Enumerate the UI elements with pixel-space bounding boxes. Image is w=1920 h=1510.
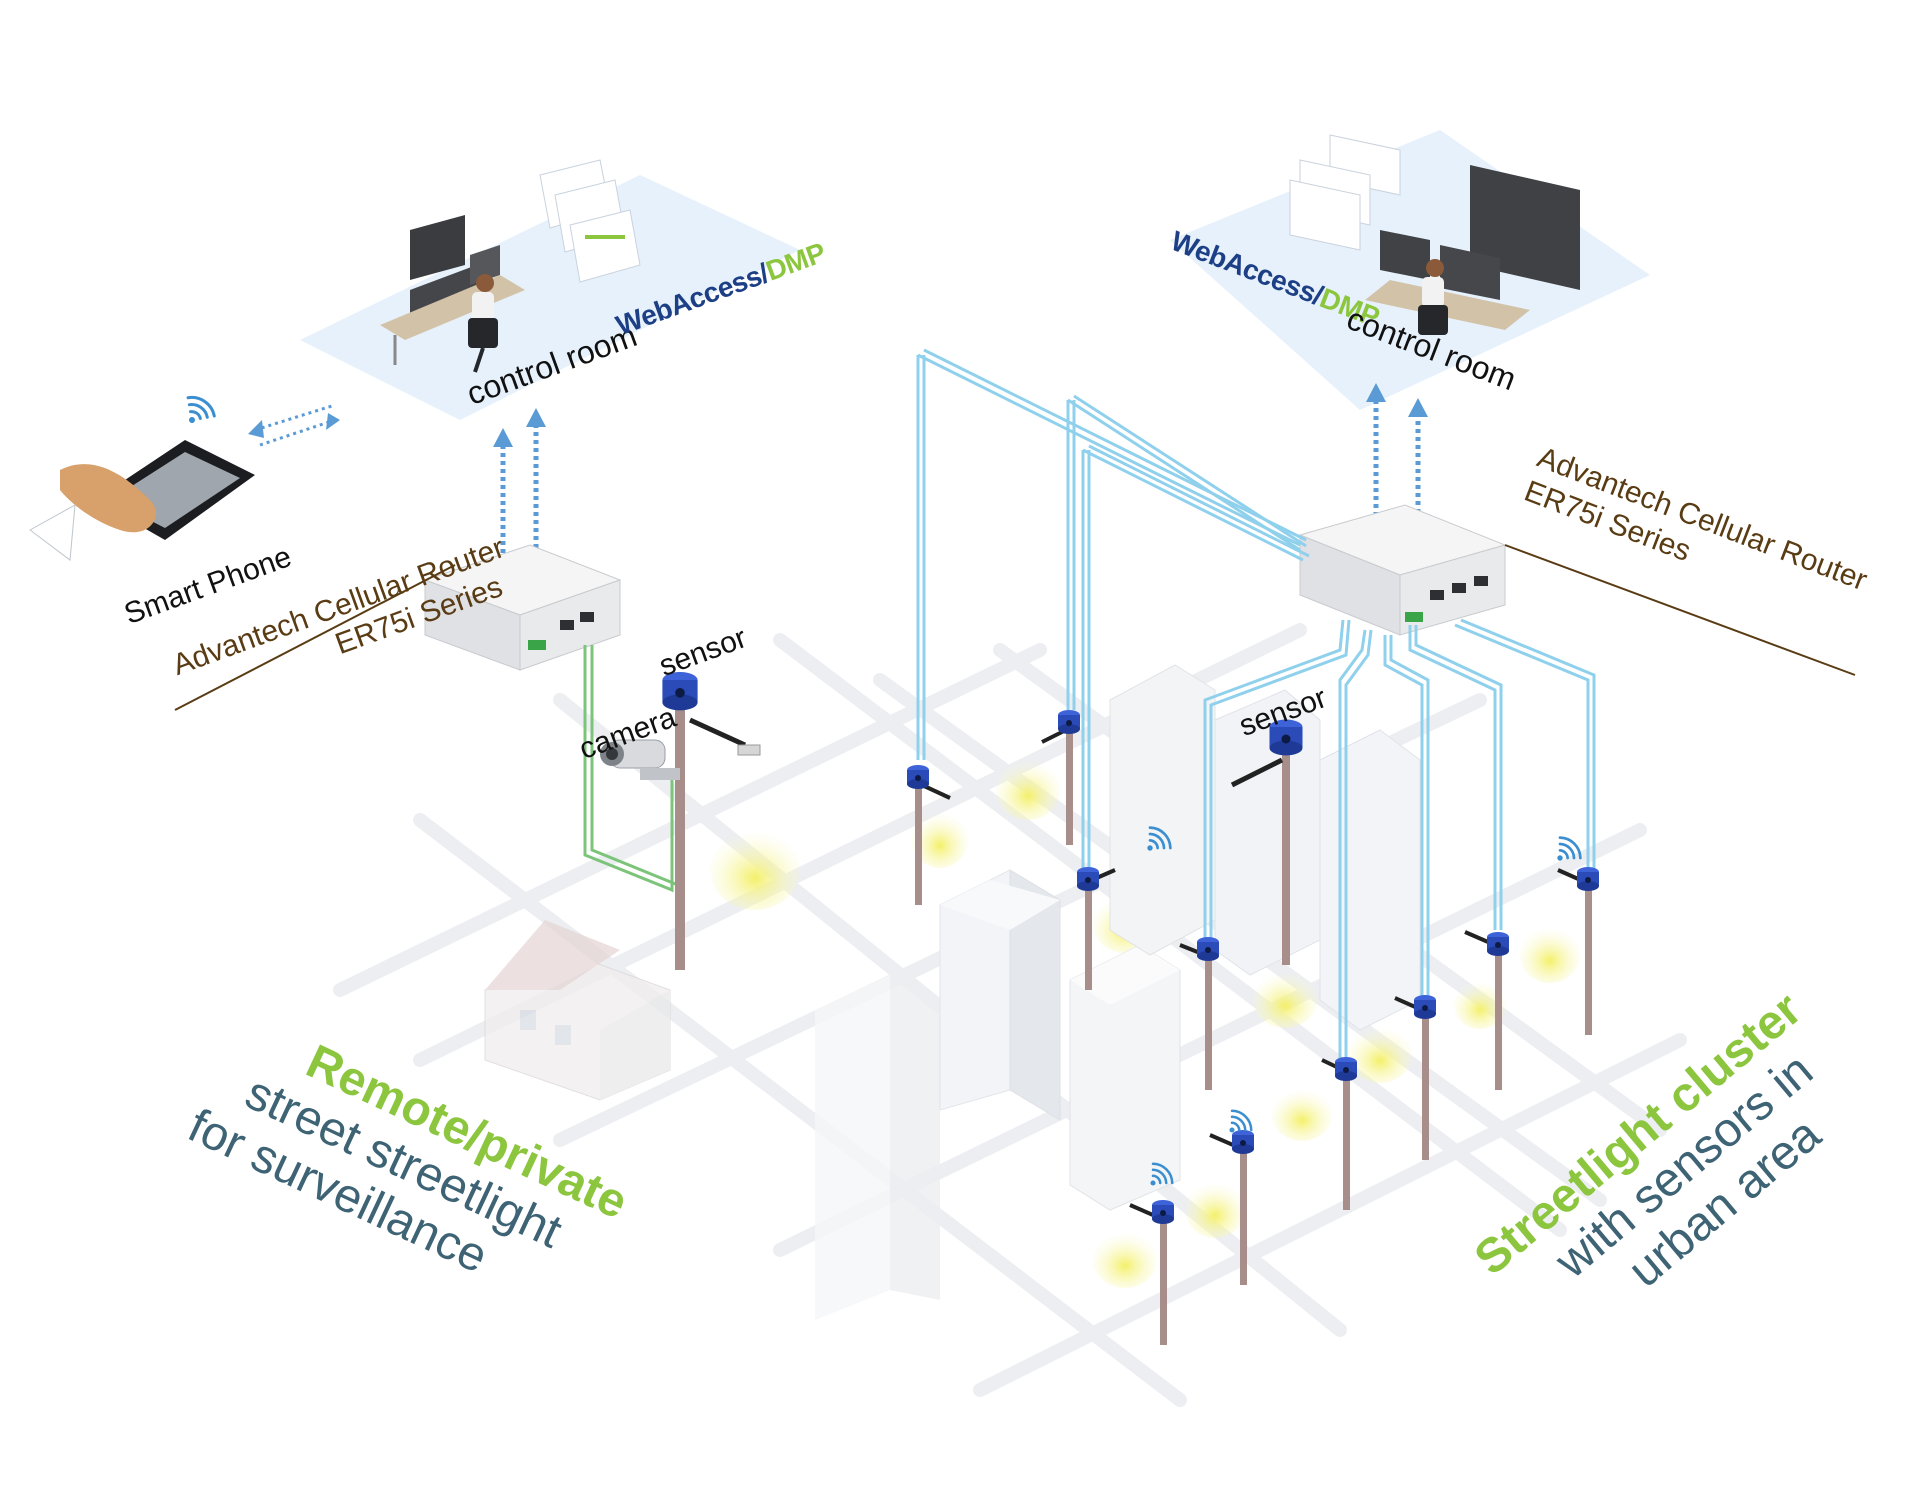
sensor-icon bbox=[1197, 937, 1219, 961]
right-router-leader bbox=[1504, 544, 1856, 676]
left-streetlight bbox=[600, 672, 761, 970]
router-icon bbox=[423, 544, 622, 671]
arrow-icon bbox=[248, 420, 264, 438]
operator-icon bbox=[1418, 259, 1448, 335]
building-icon bbox=[1109, 664, 1216, 956]
wifi-icon bbox=[175, 390, 220, 434]
sensor-icon bbox=[1058, 710, 1080, 734]
streetlight bbox=[907, 765, 951, 905]
streetlight bbox=[1179, 937, 1219, 1090]
house-icon bbox=[484, 920, 671, 1101]
sensor-icon bbox=[1577, 867, 1599, 891]
camera-icon bbox=[600, 739, 680, 780]
monitor-icon bbox=[1380, 165, 1580, 300]
hand-icon bbox=[29, 464, 156, 561]
sensor-icon bbox=[1077, 867, 1099, 891]
left-router-leader bbox=[174, 564, 456, 711]
smart-phone bbox=[29, 390, 340, 561]
streetlight bbox=[1129, 1200, 1174, 1345]
streetlight bbox=[1464, 930, 1509, 1090]
streetlight bbox=[1321, 1057, 1357, 1210]
sensor-icon bbox=[1487, 932, 1509, 956]
streetlight bbox=[1209, 1130, 1254, 1285]
sensor-icon bbox=[1335, 1057, 1357, 1081]
building-icon bbox=[1319, 729, 1421, 1031]
operator-icon bbox=[468, 274, 498, 373]
building-icon bbox=[939, 869, 1061, 1121]
cluster-streetlights bbox=[907, 710, 1599, 1345]
upload-arrows bbox=[1373, 400, 1421, 545]
arrow-icon bbox=[493, 428, 513, 447]
screen-panels bbox=[539, 159, 641, 283]
arrow-icon bbox=[1366, 383, 1386, 402]
streetlight bbox=[1230, 719, 1303, 965]
streetlight bbox=[1041, 710, 1080, 845]
blue-cables bbox=[916, 348, 1596, 1065]
router-icon bbox=[1298, 504, 1507, 636]
streetlight bbox=[1557, 867, 1599, 1035]
sensor-icon bbox=[907, 765, 929, 789]
right-control-room bbox=[1170, 130, 1650, 545]
building-icon bbox=[815, 975, 940, 1320]
streetlight bbox=[1077, 867, 1116, 990]
screen-panels bbox=[1289, 134, 1401, 251]
sensor-icon bbox=[1414, 995, 1436, 1019]
sensor-icon bbox=[1152, 1200, 1174, 1224]
arrow-icon bbox=[1408, 398, 1428, 417]
arrow-icon bbox=[526, 408, 546, 427]
streetlight bbox=[1394, 995, 1436, 1160]
arrow-icon bbox=[326, 413, 340, 430]
sensor-icon bbox=[1232, 1130, 1254, 1154]
phone-link-arrows bbox=[254, 403, 336, 447]
left-control-room bbox=[300, 159, 800, 585]
